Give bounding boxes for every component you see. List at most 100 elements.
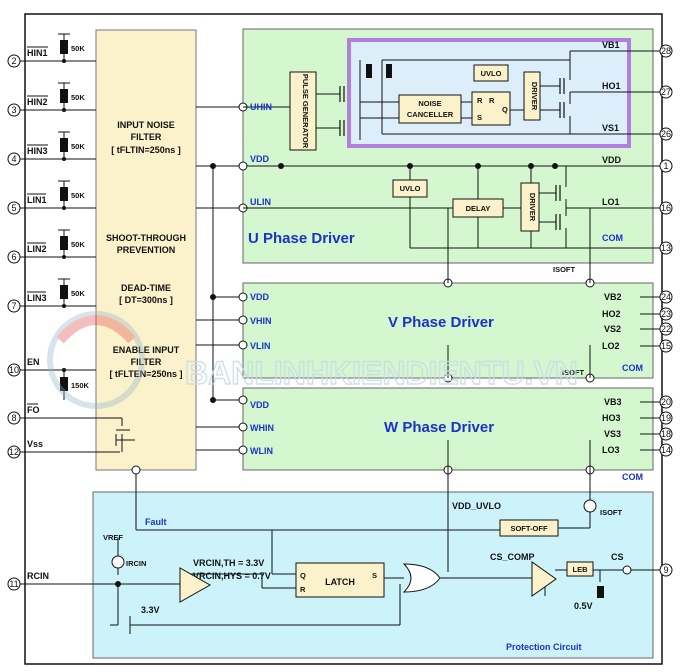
rs-latch-r2: R bbox=[489, 96, 495, 105]
uvlo-high-label: UVLO bbox=[481, 69, 502, 78]
prot-isoft-label: ISOFT bbox=[600, 508, 623, 517]
pin-num-hin1: 2 bbox=[11, 56, 16, 66]
v-isoft-label: ISOFT bbox=[562, 368, 585, 377]
pin-num-lo3: 14 bbox=[661, 445, 671, 455]
rs-latch-block bbox=[471, 91, 511, 126]
pin-name-vs1: VS1 bbox=[602, 123, 619, 133]
v-phase-title: V Phase Driver bbox=[388, 314, 494, 331]
r-lin3-label: 50K bbox=[71, 289, 85, 298]
vlin-label: VLIN bbox=[250, 341, 271, 351]
driver-low-label: DRIVER bbox=[528, 193, 537, 222]
enable-filter-time: [ tFLTEN=250ns ] bbox=[109, 369, 182, 379]
left-pins bbox=[7, 54, 21, 591]
shoot-through-label: SHOOT-THROUGH bbox=[106, 233, 186, 243]
pin-num-vb1: 28 bbox=[661, 46, 671, 56]
pin-name-lo1: LO1 bbox=[602, 197, 620, 207]
enable-filter-line1: ENABLE INPUT bbox=[113, 345, 180, 355]
u-phase-title: U Phase Driver bbox=[248, 230, 355, 247]
pin-name-vb1: VB1 bbox=[602, 40, 620, 50]
cs-filter-cap bbox=[597, 586, 604, 598]
rcin-comparator bbox=[179, 567, 212, 603]
r-hin2-label: 50K bbox=[71, 93, 85, 102]
pin-name-vb3: VB3 bbox=[604, 397, 622, 407]
rs-latch-s: S bbox=[477, 113, 482, 122]
pin-num-lo1: 16 bbox=[661, 203, 671, 213]
delay-label: DELAY bbox=[466, 204, 491, 213]
pin-name-cs: CS bbox=[611, 552, 624, 562]
prevention-label: PREVENTION bbox=[117, 245, 176, 255]
vrcin-th-label: VRCIN,TH = 3.3V bbox=[193, 558, 264, 568]
u-phase-resistors bbox=[366, 64, 392, 78]
left-leads bbox=[20, 60, 180, 585]
pin-num-lo2: 15 bbox=[661, 341, 671, 351]
rs-latch-q: Q bbox=[502, 105, 508, 114]
junction-dots bbox=[210, 163, 558, 403]
pin-name-lo3: LO3 bbox=[602, 445, 620, 455]
pin-num-ho2: 23 bbox=[661, 309, 671, 319]
soft-off-label: SOFT-OFF bbox=[510, 524, 547, 533]
noise-canceller-block bbox=[398, 94, 462, 124]
pin-name-lin1: LIN1 bbox=[27, 195, 47, 205]
pin-num-vss: 12 bbox=[9, 447, 19, 457]
wlin-label: WLIN bbox=[250, 446, 273, 456]
r-hin3-label: 50K bbox=[71, 142, 85, 151]
pin-num-cs: 9 bbox=[663, 565, 668, 575]
pin-name-com: COM bbox=[602, 233, 623, 243]
watermark-text: BANLINHKIENDIENTU.VN bbox=[185, 355, 578, 391]
pin-num-vb3: 20 bbox=[661, 397, 671, 407]
noise-canceller-line2: CANCELLER bbox=[407, 110, 454, 119]
pin-num-hin2: 3 bbox=[11, 105, 16, 115]
pin-name-lin3: LIN3 bbox=[27, 293, 47, 303]
latch-r: R bbox=[300, 585, 306, 594]
enable-filter-line2: FILTER bbox=[131, 357, 162, 367]
pin-name-fo: FO bbox=[27, 405, 40, 415]
vhin-label: VHIN bbox=[250, 316, 272, 326]
pin-num-en: 10 bbox=[9, 365, 19, 375]
pin-num-rcin: 11 bbox=[9, 579, 18, 589]
ircin-label: IRCIN bbox=[126, 559, 146, 568]
rs-latch-r: R bbox=[477, 96, 483, 105]
pin-num-com: 13 bbox=[661, 243, 671, 253]
uhin-label: UHIN bbox=[250, 102, 272, 112]
pin-name-hin3: HIN3 bbox=[27, 146, 48, 156]
r-lin1-label: 50K bbox=[71, 191, 85, 200]
pin-name-hin1: HIN1 bbox=[27, 48, 48, 58]
w-phase-title: W Phase Driver bbox=[384, 419, 494, 436]
pin-name-vs3: VS3 bbox=[604, 429, 621, 439]
fault-label: Fault bbox=[145, 517, 167, 527]
vref-label: VREF bbox=[103, 533, 123, 542]
pin-name-vb2: VB2 bbox=[604, 292, 622, 302]
r-en-label: 150K bbox=[71, 381, 90, 390]
u-isoft-label: ISOFT bbox=[553, 265, 576, 274]
pin-name-rcin: RCIN bbox=[27, 571, 49, 581]
rcin-node bbox=[115, 581, 121, 587]
noise-filter-line2: FILTER bbox=[131, 132, 162, 142]
pin-num-vdd: 1 bbox=[663, 161, 668, 171]
input-logic-block bbox=[95, 29, 197, 471]
protection-title: Protection Circuit bbox=[506, 642, 582, 652]
pin-overbars bbox=[27, 46, 48, 405]
r-hin1-label: 50K bbox=[71, 44, 85, 53]
pin-name-hin2: HIN2 bbox=[27, 97, 48, 107]
u-vdd-label: VDD bbox=[250, 154, 270, 164]
uvlo-low-label: UVLO bbox=[400, 184, 421, 193]
latch-q: Q bbox=[300, 571, 306, 580]
latch-block bbox=[295, 562, 385, 598]
v-vdd-label: VDD bbox=[250, 292, 270, 302]
dead-time-label: DEAD-TIME bbox=[121, 283, 171, 293]
v05-label: 0.5V bbox=[574, 601, 593, 611]
v33-label: 3.3V bbox=[141, 605, 160, 615]
pin-num-lin2: 6 bbox=[11, 252, 16, 262]
pin-num-vs3: 18 bbox=[661, 429, 671, 439]
leb-block bbox=[566, 561, 594, 577]
ulin-label: ULIN bbox=[250, 197, 271, 207]
isoft-source-icon bbox=[583, 499, 597, 513]
pulse-generator-label: PULSE GENERATOR bbox=[301, 74, 310, 149]
cs-comp-label: CS_COMP bbox=[490, 552, 535, 562]
vdd-uvlo-label: VDD_UVLO bbox=[452, 501, 501, 511]
v-com-label: COM bbox=[622, 363, 643, 373]
r-lin2-label: 50K bbox=[71, 240, 85, 249]
pullup-resistors bbox=[58, 33, 70, 400]
watermark-logo-icon bbox=[47, 311, 145, 409]
